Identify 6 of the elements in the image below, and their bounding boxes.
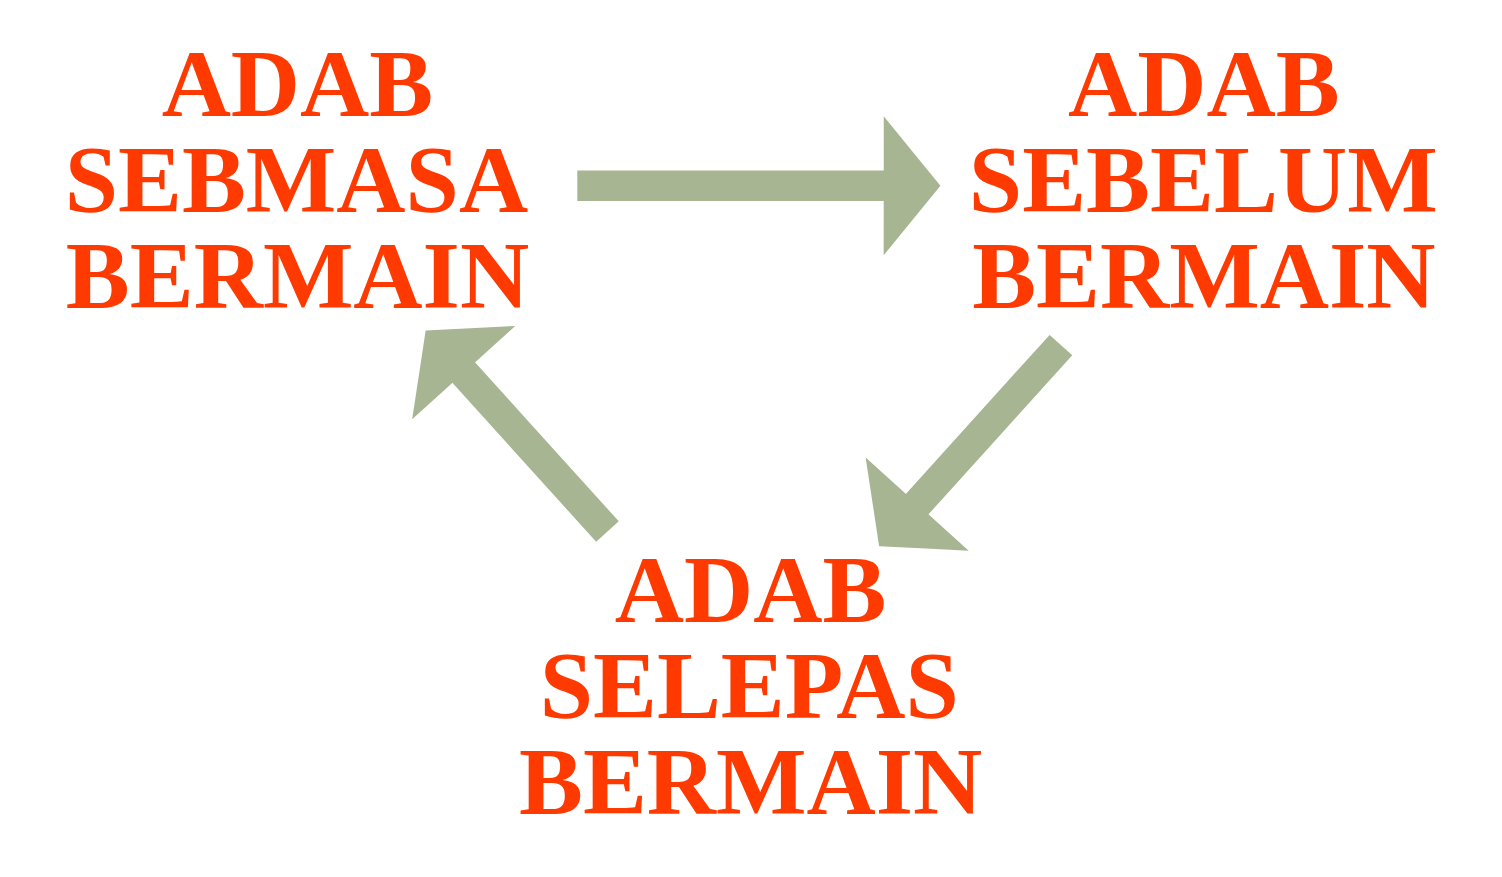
arrow xyxy=(577,116,941,256)
node-text: ADAB SEBELUM BERMAIN xyxy=(968,31,1438,330)
node-text: ADAB SELEPAS BERMAIN xyxy=(518,536,983,835)
node-text: ADAB SEBMASA BERMAIN xyxy=(64,31,530,330)
arrow xyxy=(412,326,619,542)
arrow xyxy=(865,334,1073,551)
